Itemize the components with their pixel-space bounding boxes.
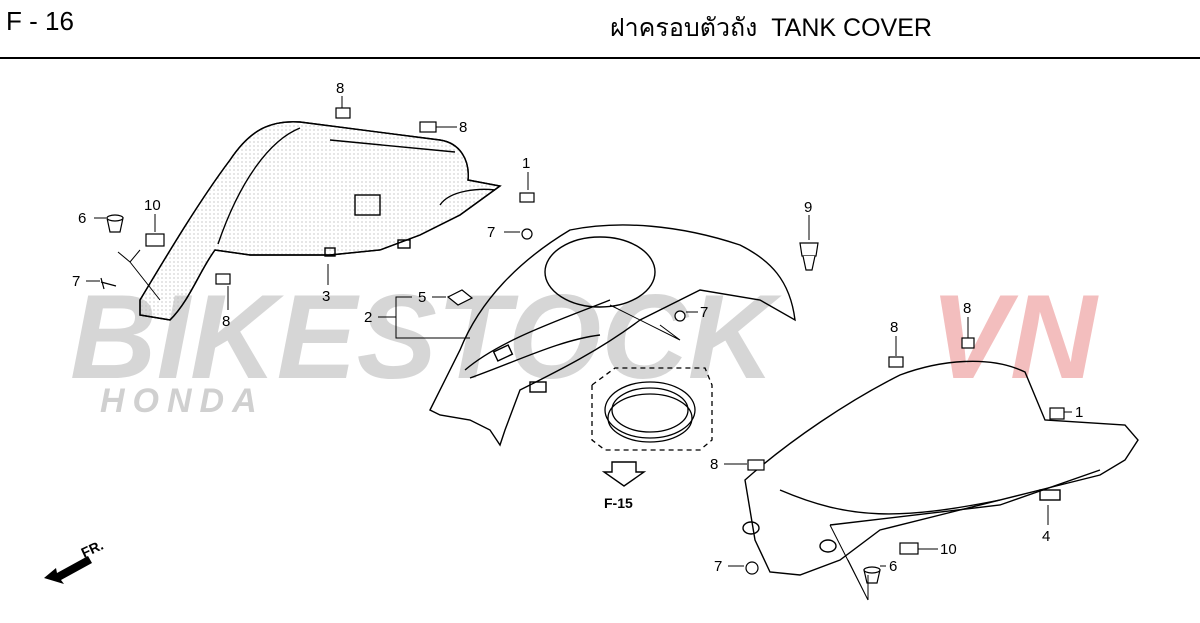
callout-1: 1 xyxy=(1075,404,1083,421)
part-3-left-cover xyxy=(139,121,502,321)
nut-icon xyxy=(145,233,165,247)
front-label: FR. xyxy=(79,537,106,561)
pad-icon xyxy=(446,289,474,306)
callout-6: 6 xyxy=(78,210,86,227)
callout-5: 5 xyxy=(418,289,426,306)
callout-8: 8 xyxy=(963,300,971,317)
header-divider xyxy=(0,57,1200,59)
reference-f15: F-15 xyxy=(601,461,647,511)
callout-8: 8 xyxy=(222,313,230,330)
screw-icon xyxy=(674,310,686,322)
callout-7: 7 xyxy=(487,224,495,241)
nut-icon xyxy=(899,542,919,555)
callout-7: 7 xyxy=(72,273,80,290)
callout-4: 4 xyxy=(1042,528,1050,545)
callout-7: 7 xyxy=(714,558,722,575)
title-english: TANK COVER xyxy=(771,14,932,42)
front-direction: FR. xyxy=(44,537,106,584)
part-4-right-cover xyxy=(742,360,1139,576)
clip-icon xyxy=(961,337,975,349)
part-2-center-cover xyxy=(429,224,796,447)
callout-1: 1 xyxy=(522,155,530,172)
clip-icon xyxy=(888,356,904,368)
reference-label: F-15 xyxy=(604,495,633,511)
callout-8: 8 xyxy=(710,456,718,473)
callout-8: 8 xyxy=(336,80,344,97)
rivet-icon xyxy=(799,242,819,257)
down-arrow-icon xyxy=(601,461,647,487)
callout-10: 10 xyxy=(144,197,161,214)
rubber-icon xyxy=(1049,407,1065,420)
clip-icon xyxy=(747,459,765,471)
title-thai: ฝาครอบตัวถัง xyxy=(610,14,758,42)
filler-ring-group xyxy=(591,367,713,451)
watermark-brand: HONDA xyxy=(100,382,265,420)
callout-8: 8 xyxy=(459,119,467,136)
watermark: BIKESTOCK VN HONDA xyxy=(70,270,1099,420)
callout-10: 10 xyxy=(940,541,957,558)
screw-icon xyxy=(100,277,117,290)
screw-icon xyxy=(745,561,759,575)
callout-6: 6 xyxy=(889,558,897,575)
leader-lines xyxy=(86,96,1072,601)
callout-9: 9 xyxy=(804,199,812,216)
rubber-icon xyxy=(519,192,535,203)
clip-icon xyxy=(419,121,437,133)
clip-icon xyxy=(215,273,231,285)
callout-8: 8 xyxy=(890,319,898,336)
screw-icon xyxy=(521,228,533,240)
watermark-text-vn: VN xyxy=(930,270,1099,404)
clip-icon xyxy=(335,107,351,119)
callout-3: 3 xyxy=(322,288,330,305)
callout-2: 2 xyxy=(364,309,372,326)
page-code: F - 16 xyxy=(6,6,74,36)
front-arrow-icon xyxy=(44,556,92,584)
callout-7: 7 xyxy=(700,304,708,321)
callout-labels: 8 8 1 6 10 7 7 8 3 5 2 7 9 8 8 1 8 4 10 … xyxy=(72,80,1083,575)
fasteners xyxy=(100,107,1065,584)
page-title: ฝาครอบตัวถัง TANK COVER xyxy=(610,8,932,48)
